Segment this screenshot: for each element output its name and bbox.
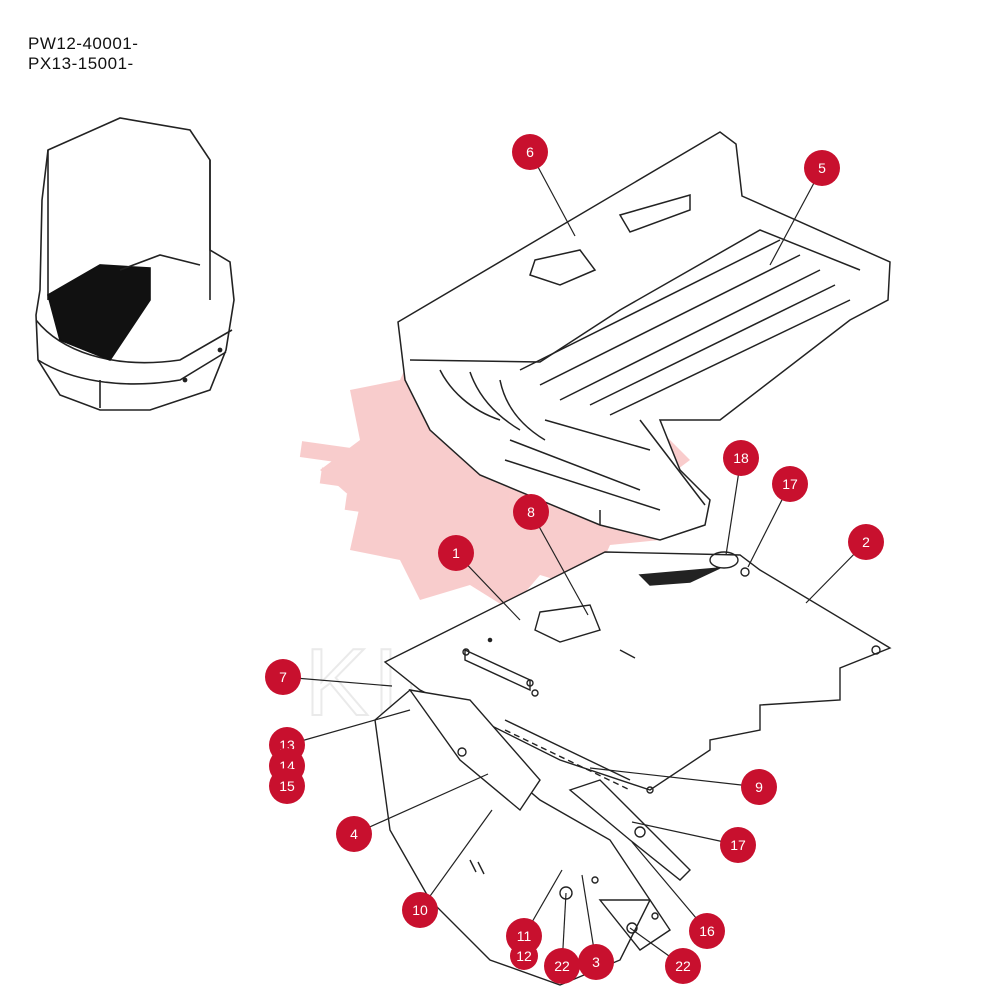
callout-3: 3 bbox=[578, 944, 614, 980]
floor-mat-assembly bbox=[397, 131, 891, 541]
callout-16: 16 bbox=[689, 913, 725, 949]
part-5-ribs bbox=[439, 239, 851, 511]
callout-label: 7 bbox=[279, 669, 287, 685]
callout-17-lower: 17 bbox=[720, 827, 756, 863]
part-6-floor-plate bbox=[397, 131, 891, 541]
callout-label: 17 bbox=[782, 476, 798, 492]
callout-label: 1 bbox=[452, 545, 460, 561]
serial-number-1: PW12-40001- bbox=[28, 34, 139, 53]
callout-22-right: 22 bbox=[665, 948, 701, 984]
callout-6: 6 bbox=[512, 134, 548, 170]
callout-label: 10 bbox=[412, 902, 428, 918]
callout-11: 11 bbox=[506, 918, 542, 954]
lower-cover-assembly bbox=[374, 689, 691, 986]
callout-4: 4 bbox=[336, 816, 372, 852]
callout-label: 3 bbox=[592, 954, 600, 970]
callout-label: 5 bbox=[818, 160, 826, 176]
callout-10: 10 bbox=[402, 892, 438, 928]
callout-12: 12 bbox=[510, 942, 538, 970]
callout-8: 8 bbox=[513, 494, 549, 530]
part-4-side-plate bbox=[408, 689, 541, 812]
callout-7: 7 bbox=[265, 659, 301, 695]
callout-label: 8 bbox=[527, 504, 535, 520]
callout-label: 4 bbox=[350, 826, 358, 842]
callout-label: 6 bbox=[526, 144, 534, 160]
leader-lines bbox=[282, 151, 867, 967]
callout-label: 16 bbox=[699, 923, 715, 939]
callout-label: 9 bbox=[755, 779, 763, 795]
callout-label: 11 bbox=[517, 928, 532, 944]
callout-label: 18 bbox=[733, 450, 749, 466]
callout-label: 15 bbox=[279, 778, 295, 794]
callouts: 6 5 18 17 8 2 1 7 13 14 15 9 4 17 10 16 … bbox=[265, 134, 884, 984]
callout-label: 22 bbox=[675, 958, 691, 974]
callout-label: 22 bbox=[554, 958, 570, 974]
serial-number-2: PX13-15001- bbox=[28, 54, 134, 73]
callout-22-left: 22 bbox=[544, 948, 580, 984]
serial-range: PW12-40001- PX13-15001- bbox=[28, 34, 138, 74]
callout-5: 5 bbox=[804, 150, 840, 186]
callout-label: 2 bbox=[862, 534, 870, 550]
callout-15: 15 bbox=[269, 768, 305, 804]
callout-9: 9 bbox=[741, 769, 777, 805]
callout-17-upper: 17 bbox=[772, 466, 808, 502]
callout-1: 1 bbox=[438, 535, 474, 571]
callout-18: 18 bbox=[723, 440, 759, 476]
machine-overview-inset bbox=[35, 117, 235, 411]
callout-label: 12 bbox=[516, 948, 532, 964]
callout-label: 17 bbox=[730, 837, 746, 853]
callout-2: 2 bbox=[848, 524, 884, 560]
